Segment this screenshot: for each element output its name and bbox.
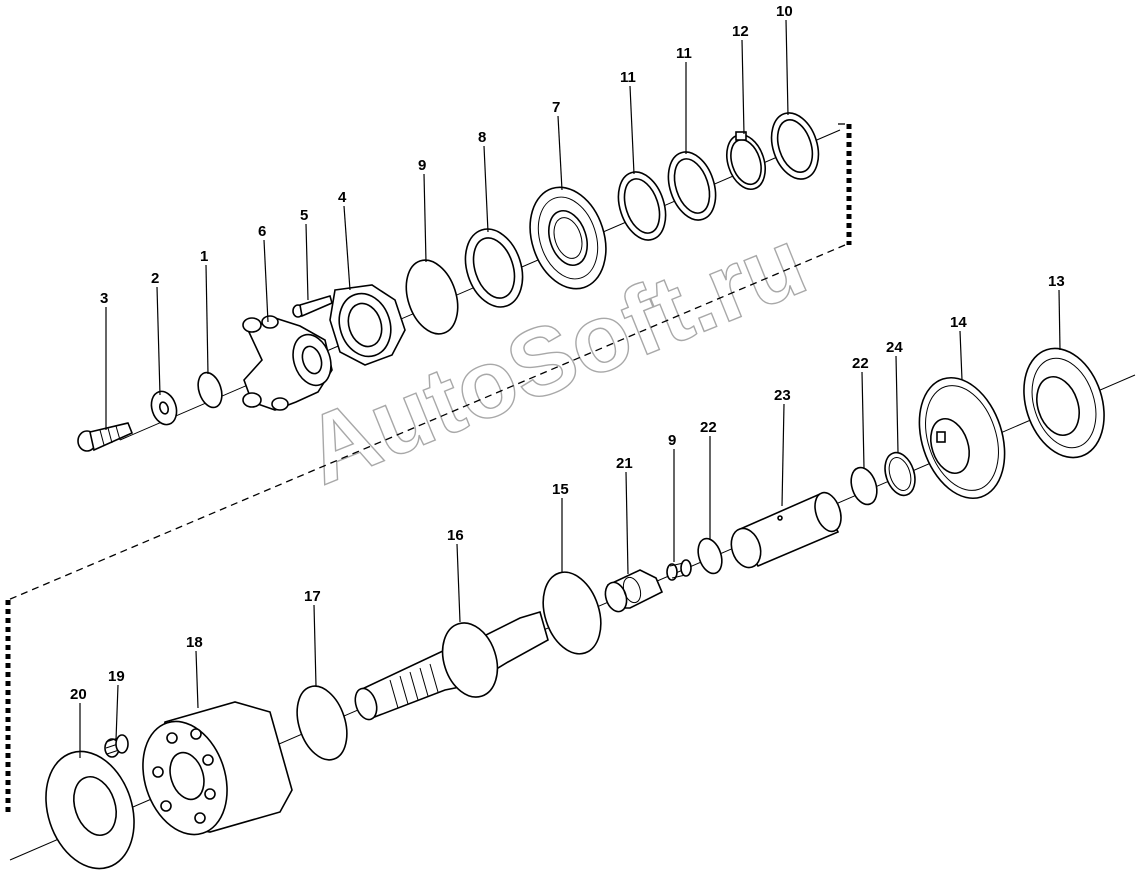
label-18: 18 xyxy=(186,634,203,651)
label-11-b: 11 xyxy=(676,45,692,62)
label-12: 12 xyxy=(732,23,749,40)
label-14: 14 xyxy=(950,314,967,331)
label-9-b: 9 xyxy=(668,432,676,449)
part-23-sleeve xyxy=(730,491,842,569)
part-6-yoke-flange xyxy=(242,315,333,411)
label-10: 10 xyxy=(776,3,793,20)
part-17-o-ring xyxy=(296,685,348,761)
part-24-circlip xyxy=(884,451,916,497)
part-2-washer xyxy=(150,390,178,426)
part-15-o-ring xyxy=(542,571,602,655)
label-15: 15 xyxy=(552,481,569,498)
label-22-b: 22 xyxy=(852,355,869,372)
label-22-a: 22 xyxy=(700,419,717,436)
label-5: 5 xyxy=(300,207,308,224)
part-7-bearing xyxy=(529,186,607,290)
label-20: 20 xyxy=(70,686,87,703)
label-16: 16 xyxy=(447,527,464,544)
part-9-spring xyxy=(666,559,692,581)
leader-lines xyxy=(79,19,1061,758)
part-10-ring xyxy=(770,112,820,180)
part-19-spring xyxy=(104,734,129,758)
part-4-cover xyxy=(329,284,406,366)
part-1-o-ring xyxy=(197,371,223,409)
label-2: 2 xyxy=(151,270,159,287)
part-11-ring-b xyxy=(667,151,717,221)
label-19: 19 xyxy=(108,668,125,685)
label-4: 4 xyxy=(338,189,347,206)
part-18-clutch-housing xyxy=(142,701,293,836)
part-9-o-ring xyxy=(405,259,459,335)
part-20-friction-disc xyxy=(45,750,135,870)
label-13: 13 xyxy=(1048,273,1065,290)
label-8: 8 xyxy=(478,129,486,146)
part-5-screw xyxy=(292,295,333,318)
label-11-a: 11 xyxy=(620,69,636,86)
assembly-dash-lines xyxy=(5,123,852,815)
label-7: 7 xyxy=(552,99,560,116)
label-9: 9 xyxy=(418,157,426,174)
label-21: 21 xyxy=(616,455,633,472)
label-6: 6 xyxy=(258,223,266,240)
part-22-o-ring-a xyxy=(697,537,723,575)
part-number-labels: 3 2 1 6 5 4 9 8 7 11 11 12 10 13 14 24 2… xyxy=(70,3,1065,703)
part-21-valve xyxy=(604,569,664,613)
label-24: 24 xyxy=(886,339,903,356)
part-22-o-ring-b xyxy=(850,466,878,506)
part-8-seal-ring xyxy=(464,228,524,308)
label-3: 3 xyxy=(100,290,108,307)
label-23: 23 xyxy=(774,387,791,404)
part-16-shaft xyxy=(354,611,549,721)
part-11-ring-a xyxy=(617,171,667,241)
label-17: 17 xyxy=(304,588,321,605)
part-13-bearing xyxy=(1023,347,1105,459)
part-14-gear xyxy=(918,376,1006,500)
label-1: 1 xyxy=(200,248,208,265)
part-3-bolt xyxy=(77,422,134,452)
part-12-circlip xyxy=(726,131,766,191)
